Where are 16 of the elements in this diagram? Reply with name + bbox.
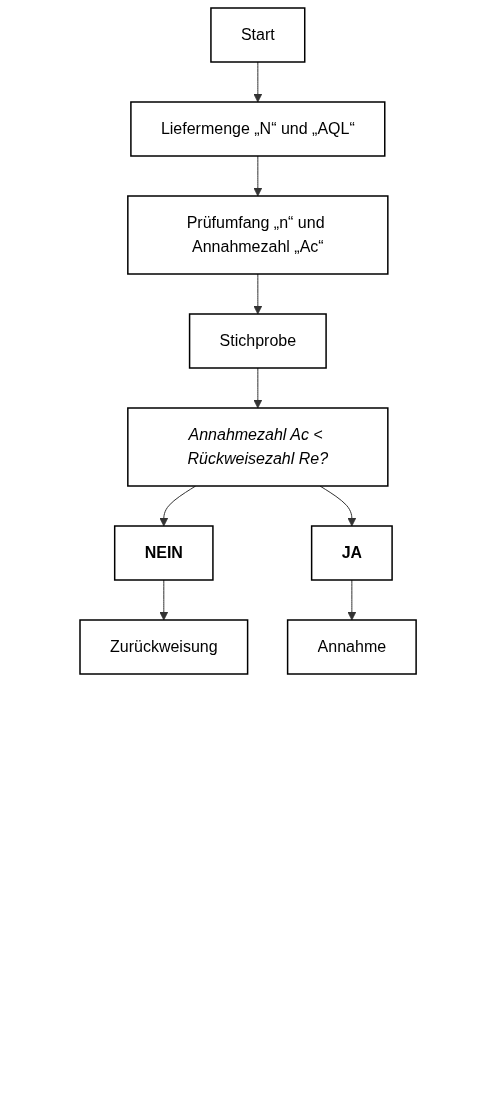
node-box: Annahmezahl Ac < Rückweisezahl Re? (127, 407, 389, 487)
node-box: JA (310, 525, 393, 581)
node-box: Liefermenge „N“ und „AQL“ (130, 101, 386, 157)
node-box: Start (210, 7, 306, 63)
arrow (347, 579, 357, 621)
arrow (253, 155, 263, 197)
node-box: Zurückweisung (79, 619, 249, 675)
node-box: Stichprobe (188, 313, 327, 369)
node-box: NEIN (113, 525, 214, 581)
arrow (253, 61, 263, 103)
node-box: Annahme (286, 619, 417, 675)
arrow (253, 367, 263, 409)
node-box: Prüfumfang „n“ und Annahmezahl „Ac“ (127, 195, 389, 275)
arrow (319, 485, 357, 527)
arrow (159, 579, 169, 621)
arrow (253, 273, 263, 315)
